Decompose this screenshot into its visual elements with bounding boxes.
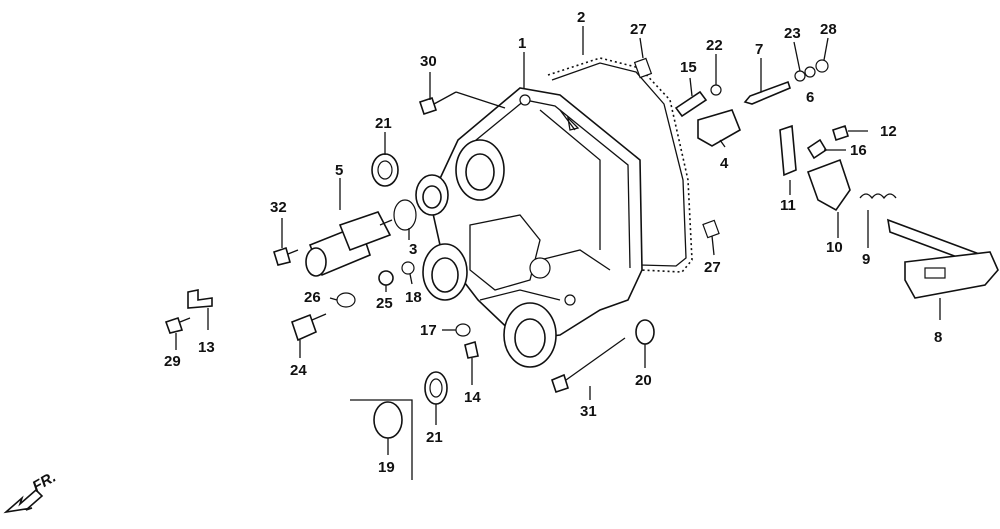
callout-8: 8 bbox=[934, 329, 942, 346]
oil-seal-20 bbox=[635, 319, 655, 345]
bolt-32 bbox=[273, 246, 291, 266]
callout-27-lower: 27 bbox=[704, 259, 721, 276]
callout-19: 19 bbox=[378, 459, 395, 476]
washer-18 bbox=[401, 261, 415, 275]
callout-labels: 1 2 3 4 5 6 7 8 9 10 11 12 13 14 15 16 1… bbox=[164, 9, 942, 476]
washer-17 bbox=[455, 323, 471, 337]
callout-21-lower: 21 bbox=[426, 429, 443, 446]
washer-26 bbox=[336, 292, 356, 308]
callout-14: 14 bbox=[464, 389, 481, 406]
bolt-31 bbox=[551, 373, 569, 394]
transmission-cover bbox=[415, 87, 643, 368]
nut-25 bbox=[378, 270, 394, 286]
callout-27-upper: 27 bbox=[630, 21, 647, 38]
rod-7 bbox=[743, 80, 791, 105]
washer-22 bbox=[710, 84, 722, 96]
callout-2: 2 bbox=[577, 9, 585, 26]
callout-31: 31 bbox=[580, 403, 597, 420]
plug-24 bbox=[291, 313, 318, 342]
callout-15: 15 bbox=[680, 59, 697, 76]
callout-16: 16 bbox=[850, 142, 867, 159]
callout-11: 11 bbox=[780, 197, 796, 214]
callout-18: 18 bbox=[405, 289, 422, 306]
shaft-tube bbox=[305, 211, 393, 277]
stud-15 bbox=[674, 90, 708, 118]
callout-1: 1 bbox=[518, 35, 526, 52]
callout-25: 25 bbox=[376, 295, 393, 312]
callout-22: 22 bbox=[706, 37, 723, 54]
callout-26: 26 bbox=[304, 289, 321, 306]
callout-10: 10 bbox=[826, 239, 843, 256]
clip-28 bbox=[815, 59, 829, 73]
callout-9: 9 bbox=[862, 251, 870, 268]
pin-27-upper bbox=[633, 57, 653, 79]
callout-12: 12 bbox=[880, 123, 897, 140]
cap-19 bbox=[373, 401, 403, 439]
clip-16 bbox=[806, 138, 828, 160]
callout-4: 4 bbox=[720, 155, 729, 172]
o-ring bbox=[393, 199, 417, 231]
shift-fork-8 bbox=[886, 218, 999, 299]
callout-13: 13 bbox=[198, 339, 215, 356]
callout-21-upper: 21 bbox=[375, 115, 392, 132]
callout-23: 23 bbox=[784, 25, 801, 42]
callout-6: 6 bbox=[806, 89, 814, 106]
bolt-30 bbox=[418, 96, 438, 116]
callout-32: 32 bbox=[270, 199, 287, 216]
holder-10 bbox=[806, 158, 851, 212]
washer-23 bbox=[794, 70, 806, 82]
bolt-12 bbox=[832, 124, 849, 142]
callout-7: 7 bbox=[755, 41, 763, 58]
bracket-13 bbox=[187, 289, 213, 309]
arm-11 bbox=[779, 124, 797, 177]
bolt-29 bbox=[164, 316, 184, 334]
callout-29: 29 bbox=[164, 353, 181, 370]
spring-9 bbox=[859, 193, 897, 200]
callout-3: 3 bbox=[409, 241, 417, 258]
bolt-14 bbox=[464, 340, 479, 359]
washer-6 bbox=[804, 66, 816, 78]
gasket bbox=[547, 57, 693, 291]
front-arrow: FR. bbox=[3, 469, 59, 514]
pin-27-lower bbox=[702, 219, 720, 239]
callout-28: 28 bbox=[820, 21, 837, 38]
boot-4 bbox=[697, 109, 742, 147]
callout-17: 17 bbox=[420, 322, 437, 339]
callout-5: 5 bbox=[335, 162, 343, 179]
callout-30: 30 bbox=[420, 53, 437, 70]
callout-24: 24 bbox=[290, 362, 307, 379]
callout-20: 20 bbox=[635, 372, 652, 389]
leader-lines bbox=[175, 26, 941, 455]
